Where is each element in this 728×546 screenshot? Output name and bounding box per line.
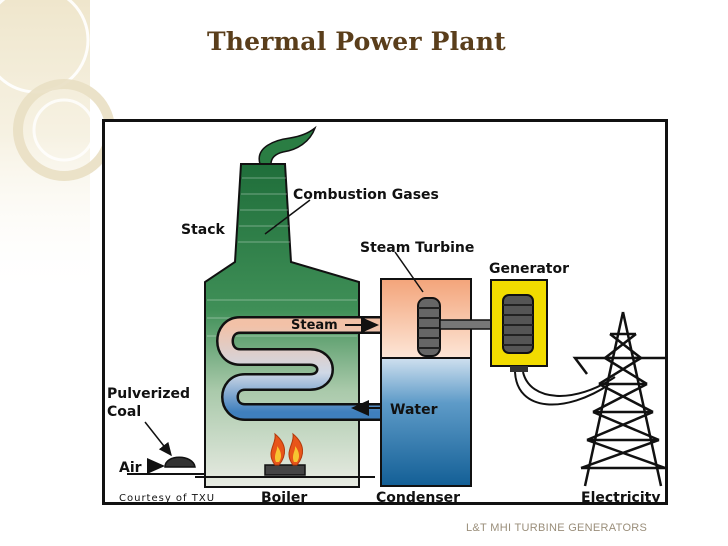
power-wire-1 [514,371,611,406]
coal-feeder [164,456,196,468]
label-steam: Steam [291,318,338,333]
coal-pointer [144,421,172,457]
label-pulverized: Pulverized [107,386,190,402]
condenser-tank [380,357,472,487]
boiler-burner [264,432,306,476]
turbine-pointer [394,251,424,293]
label-courtesy: Courtesy of TXU [119,493,215,502]
label-water: Water [390,402,438,418]
generator-rotor [502,294,534,354]
power-plant-diagram: Combustion Gases Stack Steam Turbine Gen… [107,125,665,502]
label-boiler: Boiler [261,490,307,502]
label-condenser: Condenser [376,490,460,502]
label-generator: Generator [489,261,569,277]
slide-footer: L&T MHI TURBINE GENERATORS [466,522,648,534]
steam-water-pipe-inner [218,318,380,419]
slide-title: Thermal Power Plant [207,27,506,56]
decorative-corner [0,0,115,300]
label-electricity: Electricity [581,490,660,502]
label-steam-turbine: Steam Turbine [360,240,474,256]
diagram-frame: Combustion Gases Stack Steam Turbine Gen… [102,119,668,505]
label-stack: Stack [181,222,226,238]
label-combustion-gases: Combustion Gases [293,187,439,203]
deco-circle-small [32,98,96,162]
smoke-plume [258,125,317,165]
combustion-pointer [264,199,311,235]
generator-terminal [510,366,528,372]
transmission-tower [572,311,665,487]
turbine-rotor [417,297,441,357]
label-air: Air [119,460,142,476]
label-coal: Coal [107,404,141,420]
